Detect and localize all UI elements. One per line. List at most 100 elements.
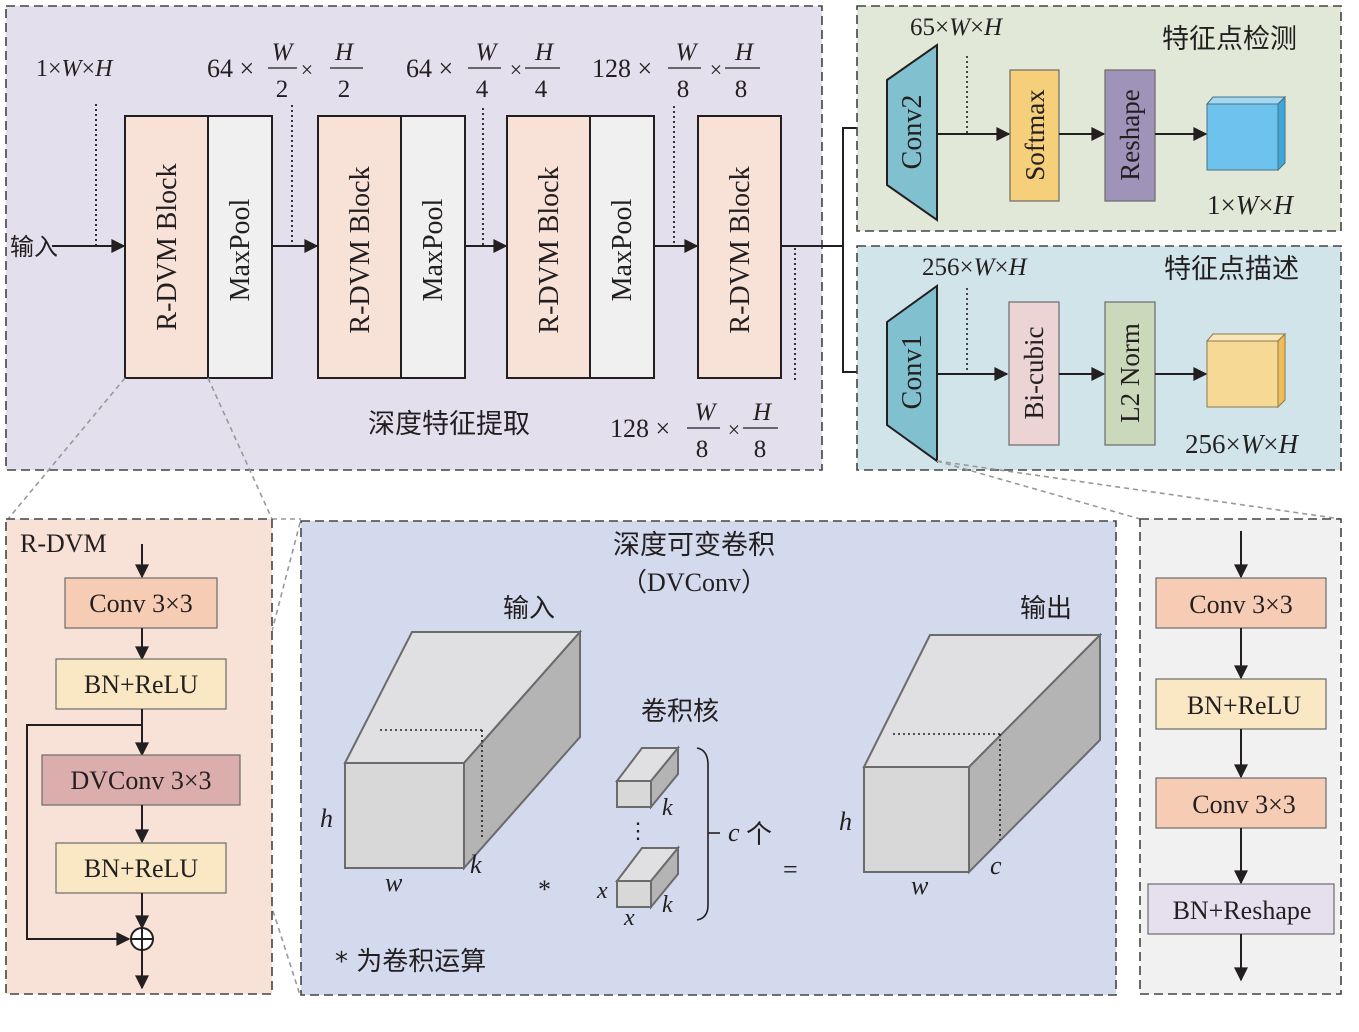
rdvm-detail-title: R-DVM (20, 529, 107, 558)
svg-text:MaxPool: MaxPool (607, 198, 638, 301)
description-dim-top: 256×W×H (922, 254, 1029, 281)
kernel-cube-1 (614, 745, 681, 810)
conv1-step-conv-2: Conv 3×3 (1155, 777, 1327, 829)
svg-text:R-DVM Block: R-DVM Block (345, 166, 376, 333)
input-w-label: w (385, 868, 403, 897)
svg-text:H: H (334, 39, 355, 66)
svg-text:Conv 3×3: Conv 3×3 (1189, 590, 1293, 619)
svg-text:128 ×: 128 × (610, 414, 670, 443)
svg-text:BN+ReLU: BN+ReLU (1187, 691, 1302, 720)
svg-text:DVConv 3×3: DVConv 3×3 (70, 766, 211, 795)
svg-text:2: 2 (338, 76, 351, 103)
svg-text:2: 2 (276, 76, 289, 103)
conv1-step-bnreshape: BN+Reshape (1147, 883, 1335, 935)
dim-label-1: 64 × W 2 × H 2 (207, 39, 363, 103)
input-tensor-cube (343, 629, 583, 871)
svg-text:H: H (534, 39, 555, 66)
description-dim-out: 256×W×H (1185, 429, 1299, 459)
kernel-cube-2 (614, 845, 681, 910)
svg-text:H: H (752, 399, 773, 426)
svg-text:Softmax: Softmax (1020, 89, 1050, 181)
l2norm-block: L2 Norm (1104, 301, 1156, 446)
convolution-note: * 为卷积运算 (335, 947, 486, 977)
maxpool-block-3: MaxPool (589, 115, 655, 379)
svg-text:W: W (476, 39, 499, 66)
kernel-ellipsis: ⋮ (627, 818, 649, 843)
rdvm-block-1: R-DVM Block (124, 115, 209, 379)
kernel-count-unit: 个 (746, 820, 772, 850)
svg-text:8: 8 (677, 76, 690, 103)
add-node-icon (130, 927, 154, 951)
svg-text:×: × (710, 57, 722, 82)
rdvm-detail-panel: R-DVM Conv 3×3 BN+ReLU DVConv 3×3 BN+ReL… (5, 518, 273, 995)
output-c-label: c (990, 851, 1002, 880)
kernel2-x-side-label: x (596, 878, 608, 904)
input-h-label: h (320, 804, 333, 833)
conv1-step-bnrelu: BN+ReLU (1155, 678, 1327, 730)
svg-text:64 ×: 64 × (207, 54, 254, 83)
detection-dim-out: 1×W×H (1207, 190, 1294, 220)
svg-text:W: W (676, 39, 699, 66)
feature-extraction-panel: 1×W×H 64 × W 2 × H 2 64 × W 4 × H 4 128 … (5, 5, 823, 471)
dvconv-detail-panel: 深度可变卷积 （DVConv） 输入 输出 卷积核 h w k * k ⋮ (300, 520, 1117, 996)
svg-text:L2 Norm: L2 Norm (1115, 323, 1145, 423)
kernel-label: 卷积核 (641, 697, 719, 727)
input-label: 输入 (10, 233, 58, 261)
kernel2-k-label: k (662, 892, 673, 918)
rdvm-step-dvconv: DVConv 3×3 (41, 754, 241, 806)
rdvm-step-bnrelu-2: BN+ReLU (55, 842, 227, 894)
rdvm-block-4: R-DVM Block (697, 115, 782, 379)
svg-text:R-DVM Block: R-DVM Block (725, 166, 756, 333)
conv1-trapezoid: Conv1 (886, 284, 938, 463)
svg-text:H: H (734, 39, 755, 66)
svg-text:4: 4 (535, 76, 548, 103)
maxpool-block-2: MaxPool (400, 115, 466, 379)
svg-text:Conv1: Conv1 (897, 335, 928, 410)
svg-text:BN+ReLU: BN+ReLU (84, 854, 199, 883)
svg-text:Bi-cubic: Bi-cubic (1019, 327, 1049, 420)
svg-text:8: 8 (735, 76, 748, 103)
dvconv-output-label: 输出 (1020, 594, 1072, 624)
conv1-step-conv-1: Conv 3×3 (1155, 577, 1327, 629)
svg-text:128 ×: 128 × (592, 54, 652, 83)
svg-text:64 ×: 64 × (406, 54, 453, 83)
kernel-brace (696, 747, 709, 921)
dim-label-3: 128 × W 8 × H 8 (592, 39, 760, 103)
output-w-label: w (911, 871, 929, 900)
dvconv-input-label: 输入 (503, 594, 555, 624)
svg-text:Conv2: Conv2 (897, 95, 928, 170)
rdvm-block-3: R-DVM Block (506, 115, 591, 379)
input-k-label: k (470, 850, 482, 879)
output-h-label: h (839, 807, 852, 836)
detection-dim-top: 65×W×H (910, 14, 1004, 41)
detection-title: 特征点检测 (1162, 24, 1297, 55)
dvconv-title: 深度可变卷积 (613, 530, 775, 561)
dim-label-4: 128 × W 8 × H 8 (610, 399, 778, 463)
bicubic-block: Bi-cubic (1008, 301, 1060, 446)
conv2-trapezoid: Conv2 (886, 43, 938, 222)
rdvm-block-2: R-DVM Block (317, 115, 402, 379)
kernel-count-c: c (728, 818, 740, 847)
svg-text:×: × (510, 57, 522, 82)
svg-text:W: W (272, 39, 295, 66)
reshape-block: Reshape (1104, 69, 1156, 202)
description-panel: 256×W×H 特征点描述 Conv1 Bi-cubic L2 Norm 256… (856, 245, 1342, 471)
svg-text:Reshape: Reshape (1115, 89, 1145, 180)
output-tensor-cube (862, 632, 1103, 875)
svg-text:4: 4 (476, 76, 489, 103)
extraction-title: 深度特征提取 (368, 409, 530, 440)
softmax-block: Softmax (1009, 69, 1060, 202)
dim-label-0: 1×W×H (36, 56, 114, 82)
svg-text:×: × (301, 57, 313, 82)
svg-text:MaxPool: MaxPool (225, 198, 256, 301)
svg-text:×: × (728, 417, 740, 442)
description-output-cube (1205, 332, 1287, 409)
dim-label-2: 64 × W 4 × H 4 (406, 39, 560, 103)
convolution-operator: * (538, 875, 551, 904)
maxpool-block-1: MaxPool (207, 115, 273, 379)
svg-text:R-DVM Block: R-DVM Block (534, 166, 565, 333)
rdvm-step-bnrelu-1: BN+ReLU (55, 658, 227, 710)
dvconv-subtitle: （DVConv） (621, 568, 767, 597)
svg-text:MaxPool: MaxPool (418, 198, 449, 301)
rdvm-step-conv: Conv 3×3 (64, 577, 218, 629)
